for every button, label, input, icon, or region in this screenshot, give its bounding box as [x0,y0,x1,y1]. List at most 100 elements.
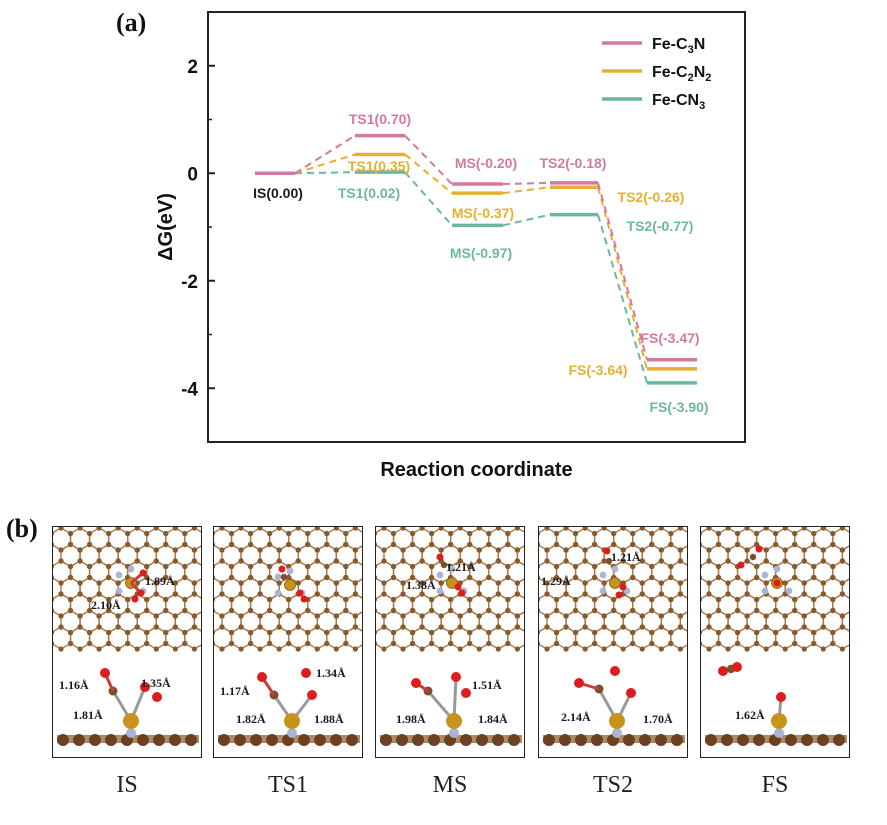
carbon-atom [53,575,55,580]
lattice-ring [593,626,615,650]
carbon-atom [96,646,102,652]
carbon-atom [582,558,588,564]
carbon-atom [592,530,598,537]
lattice-ring [230,626,252,650]
data-label: FS(-3.64) [568,362,627,378]
carbon-atom [182,574,188,581]
carbon-atom [77,613,83,619]
carbon-atom [53,597,55,602]
carbon-atom [849,608,850,613]
carbon-atom [514,547,520,553]
y-tick-label: 2 [187,57,198,78]
carbon-atom [668,596,674,603]
carbon-atom [476,591,482,597]
iron-atom [123,713,139,729]
oxygen-atom [454,583,462,591]
carbon-atom [620,646,626,652]
y-tick-label: 0 [187,164,198,185]
carbon-atom [343,574,349,581]
carbon-atom [333,547,339,553]
carbon-atom [514,591,520,597]
oxygen-atom [137,589,145,597]
carbon-atom [668,629,674,636]
carbon-atom [295,624,301,630]
carbon-atom [247,574,254,581]
carbon-atom [801,613,807,619]
carbon-atom [286,541,292,548]
carbon-atom [96,580,102,586]
slab-carbon [428,734,440,746]
carbon-atom [495,580,501,586]
carbon-atom [592,574,598,581]
carbon-atom [96,527,102,531]
carbon-atom [792,629,798,636]
carbon-atom [247,596,254,603]
carbon-atom [553,629,560,636]
carbon-atom [324,640,330,647]
carbon-atom [592,629,598,636]
lattice-ring [632,626,653,650]
carbon-atom [572,574,579,581]
carbon-atom [305,541,311,548]
carbon-atom [305,530,311,537]
carbon-atom [495,613,501,619]
carbon-atom [801,558,807,564]
carbon-atom [467,640,473,647]
carbon-atom [67,629,74,636]
carbon-atom [362,575,363,580]
carbon-atom [524,542,525,547]
carbon-atom [247,607,254,614]
x-axis-label: Reaction coordinate [380,459,572,481]
slab-nitrogen [774,728,784,738]
carbon-atom [214,542,216,547]
carbon-atom [390,596,397,603]
iron-atom [284,713,300,729]
lattice-ring [53,626,72,650]
carbon-atom [467,629,473,636]
carbon-atom [362,608,363,613]
carbon-atom [267,640,273,647]
lattice-ring [794,626,815,650]
y-tick-label: -2 [181,272,198,293]
slab-carbon [105,734,117,746]
carbon-atom [495,591,501,597]
lattice-ring [612,626,634,650]
carbon-atom [429,640,435,647]
slab-carbon [753,734,765,746]
carbon-atom [67,541,74,548]
carbon-atom [58,591,64,597]
connector-fe-c3n [294,134,356,175]
carbon-atom [782,613,788,619]
carbon-atom [763,646,769,652]
carbon-atom [172,527,178,531]
carbon-atom [811,640,817,647]
slab-carbon [153,734,165,746]
carbon-atom [214,630,216,635]
carbon-atom [106,541,112,548]
carbon-atom [524,531,525,536]
carbon-atom [314,580,320,586]
slab-carbon [234,734,246,746]
carbon-atom [467,563,473,570]
carbon-atom [191,613,197,619]
carbon-atom [524,564,525,569]
slab-carbon [314,734,326,746]
carbon-atom [505,629,511,636]
carbon-atom [362,597,363,602]
carbon-atom [219,580,225,586]
carbon-atom [467,541,473,548]
carbon-atom [524,608,525,613]
carbon-atom [333,613,339,619]
carbon-atom [214,597,216,602]
carbon-atom [96,591,102,597]
carbon-atom [172,591,178,597]
carbon-atom [257,580,263,586]
carbon-atom [782,580,788,586]
carbon-atom [457,547,463,553]
carbon-atom [144,596,150,603]
carbon-atom [324,574,330,581]
lattice-ring [507,626,524,650]
nitrogen-atom [785,587,793,595]
carbon-atom [352,547,358,553]
